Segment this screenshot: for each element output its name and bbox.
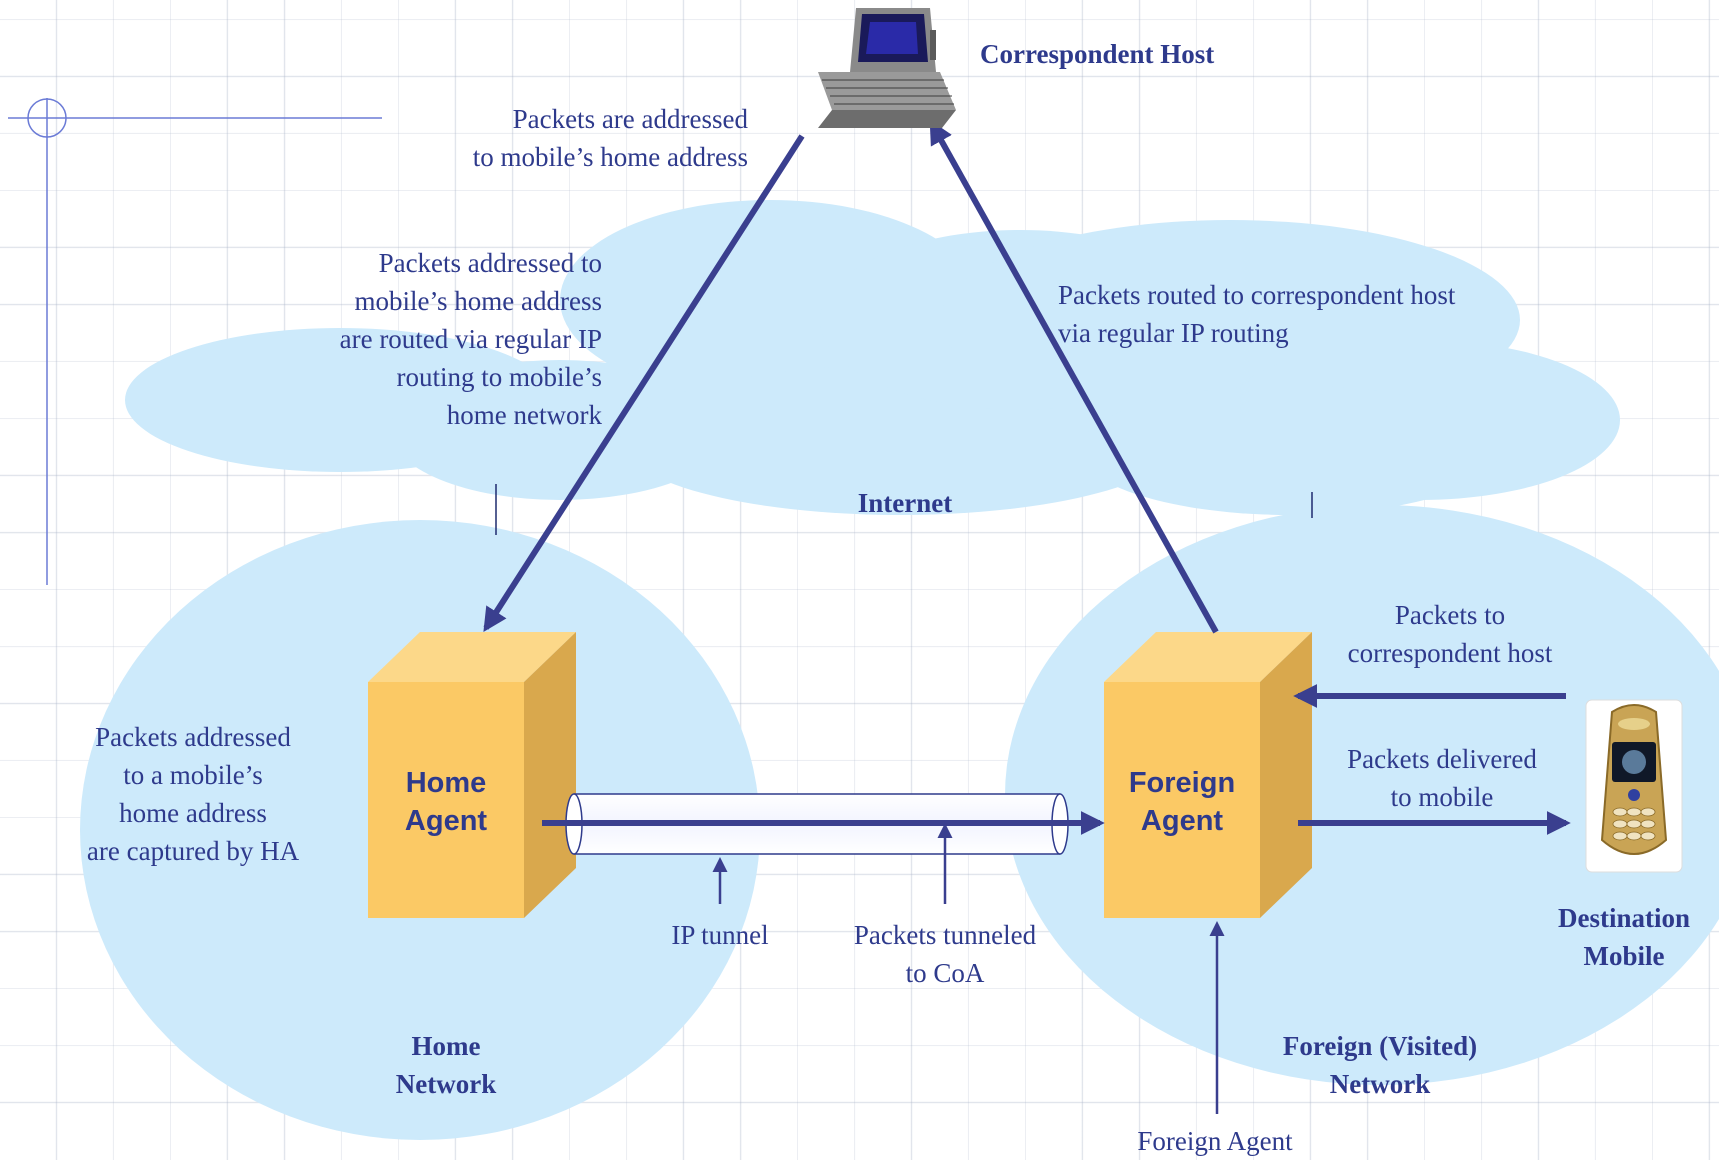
correspondent-host-label: Correspondent Host: [980, 39, 1215, 69]
foreign-network-label: Foreign (Visited)Network: [1282, 1031, 1478, 1099]
annotation-ip-tunnel: IP tunnel: [671, 920, 769, 950]
mobile-phone-icon: [1585, 699, 1683, 873]
home-agent-box: [368, 632, 576, 918]
foreign-agent-box: [1104, 632, 1312, 918]
arrow-correspondent-to-home-agent: [483, 134, 805, 633]
annotation-foreign-agent: Foreign Agent: [1137, 1126, 1293, 1156]
slide-corner-decoration: [8, 98, 382, 585]
annotation-captured-by-ha: Packets addressed to a mobile’s home add…: [86, 722, 300, 866]
annotation-routed-home: Packets addressed to mobile’s home addre…: [339, 248, 602, 430]
internet-label: Internet: [857, 488, 953, 518]
arrow-foreign-agent-to-correspondent: [929, 119, 1219, 634]
laptop-icon: [818, 8, 956, 128]
